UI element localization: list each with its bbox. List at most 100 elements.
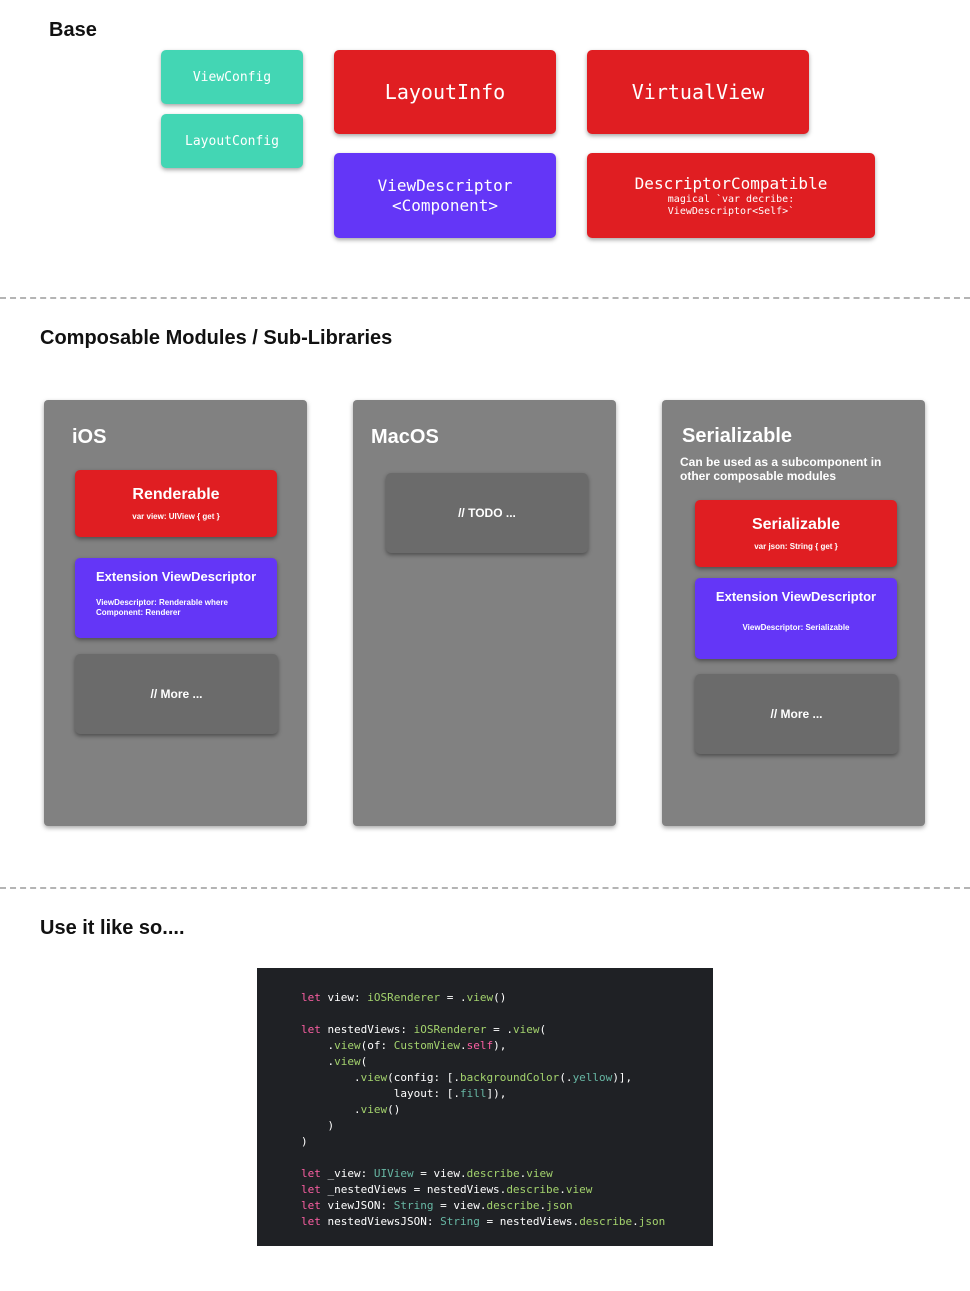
- view-descriptor-label: ViewDescriptor: [377, 175, 513, 195]
- code-token: view: [526, 1167, 553, 1180]
- layout-config-label: LayoutConfig: [185, 133, 279, 149]
- code-token: (config: [.: [387, 1071, 460, 1084]
- code-token: ): [301, 1119, 335, 1132]
- view-descriptor-box: ViewDescriptor <Component>: [334, 153, 556, 238]
- code-token: layout: [.: [301, 1087, 460, 1100]
- serializable-module-panel: Serializable Can be used as a subcompone…: [662, 400, 925, 826]
- code-token: iOSRenderer: [367, 991, 441, 1004]
- code-token: = nestedViews.: [479, 1215, 580, 1228]
- ios-renderable-title: Renderable: [132, 486, 220, 503]
- ios-extension-card: Extension ViewDescriptor ViewDescriptor:…: [75, 558, 277, 638]
- code-token: (: [539, 1023, 547, 1036]
- section-divider-1: [0, 297, 970, 299]
- code-token: let: [301, 1023, 321, 1036]
- code-line: let nestedViews: iOSRenderer = .view(: [301, 1022, 713, 1038]
- section-divider-2: [0, 887, 970, 889]
- code-token: .: [301, 1071, 361, 1084]
- virtual-view-label: VirtualView: [631, 80, 765, 104]
- code-line: let nestedViewsJSON: String = nestedView…: [301, 1214, 713, 1230]
- code-line: let _nestedViews = nestedViews.describe.…: [301, 1182, 713, 1198]
- serializable-extension-title: Extension ViewDescriptor: [715, 589, 877, 604]
- code-line: ): [301, 1118, 713, 1134]
- code-token: UIView: [373, 1167, 414, 1180]
- virtual-view-box: VirtualView: [587, 50, 809, 134]
- code-token: = view.: [433, 1199, 487, 1212]
- code-token: .: [301, 1039, 335, 1052]
- code-token: let: [301, 1215, 321, 1228]
- layout-config-box: LayoutConfig: [161, 114, 303, 168]
- code-token: json: [546, 1199, 573, 1212]
- code-token: let: [301, 991, 321, 1004]
- ios-extension-note-1: ViewDescriptor: Renderable where: [96, 598, 228, 607]
- serializable-subtitle-2: other composable modules: [680, 469, 837, 483]
- code-token: view: [466, 991, 494, 1004]
- descriptor-compatible-note-1: magical `var decribe:: [667, 193, 795, 205]
- code-token: (): [493, 991, 507, 1004]
- view-config-label: ViewConfig: [192, 69, 272, 85]
- ios-module-title: iOS: [72, 426, 107, 448]
- ios-more-card: // More ...: [75, 654, 278, 734]
- code-token: view: [565, 1183, 593, 1196]
- code-token: backgroundColor: [459, 1071, 560, 1084]
- code-token: yellow: [572, 1071, 613, 1084]
- code-line: let _view: UIView = view.describe.view: [301, 1166, 713, 1182]
- serializable-protocol-title: Serializable: [751, 516, 841, 533]
- serializable-extension-card: Extension ViewDescriptor ViewDescriptor:…: [695, 578, 897, 659]
- code-snippet: let view: iOSRenderer = .view()let neste…: [257, 968, 713, 1246]
- code-line: .view(: [301, 1054, 713, 1070]
- code-token: json: [638, 1215, 666, 1228]
- code-line: [301, 1150, 713, 1166]
- serializable-extension-note: ViewDescriptor: Serializable: [742, 623, 850, 632]
- code-token: describe: [579, 1215, 633, 1228]
- code-token: (of:: [360, 1039, 394, 1052]
- macos-module-panel: MacOS // TODO ...: [353, 400, 616, 826]
- code-token: _view:: [320, 1167, 374, 1180]
- code-token: ): [301, 1135, 308, 1148]
- code-line: .view(): [301, 1102, 713, 1118]
- code-token: view: [334, 1039, 361, 1052]
- code-token: _nestedViews = nestedViews.: [320, 1183, 507, 1196]
- serializable-more-label: // More ...: [770, 707, 823, 721]
- code-token: .: [301, 1055, 335, 1068]
- modules-heading: Composable Modules / Sub-Libraries: [40, 327, 393, 349]
- base-heading: Base: [49, 19, 97, 41]
- descriptor-compatible-box: DescriptorCompatible magical `var decrib…: [587, 153, 875, 238]
- macos-todo-card: // TODO ...: [386, 473, 588, 553]
- layout-info-box: LayoutInfo: [334, 50, 556, 134]
- code-token: ),: [493, 1039, 507, 1052]
- ios-renderable-note: var view: UIView { get }: [132, 512, 220, 521]
- code-token: fill: [459, 1087, 487, 1100]
- code-token: String: [393, 1199, 434, 1212]
- code-line: layout: [.fill]),: [301, 1086, 713, 1102]
- code-token: view:: [320, 991, 368, 1004]
- descriptor-compatible-note-2: ViewDescriptor<Self>`: [667, 205, 795, 217]
- code-line: let view: iOSRenderer = .view(): [301, 990, 713, 1006]
- ios-renderable-card: Renderable var view: UIView { get }: [75, 470, 277, 537]
- code-token: nestedViews:: [320, 1023, 414, 1036]
- usage-heading: Use it like so....: [40, 917, 185, 939]
- macos-todo-label: // TODO ...: [458, 506, 516, 520]
- code-token: let: [301, 1167, 321, 1180]
- code-line: [301, 1006, 713, 1022]
- code-token: CustomView: [393, 1039, 460, 1052]
- code-token: (: [360, 1055, 368, 1068]
- code-token: = .: [440, 991, 467, 1004]
- ios-more-label: // More ...: [150, 687, 203, 701]
- layout-info-label: LayoutInfo: [384, 80, 506, 104]
- code-token: describe: [466, 1167, 520, 1180]
- ios-module-panel: iOS Renderable var view: UIView { get } …: [44, 400, 307, 826]
- code-token: iOSRenderer: [413, 1023, 487, 1036]
- code-token: .: [539, 1199, 547, 1212]
- code-token: viewJSON:: [320, 1199, 394, 1212]
- code-token: describe: [506, 1183, 560, 1196]
- code-token: (.: [559, 1071, 573, 1084]
- code-token: .: [301, 1103, 361, 1116]
- code-token: nestedViewsJSON:: [320, 1215, 441, 1228]
- code-token: .: [632, 1215, 639, 1228]
- ios-extension-title: Extension ViewDescriptor: [96, 569, 257, 584]
- code-token: self: [466, 1039, 494, 1052]
- code-token: view: [360, 1103, 388, 1116]
- descriptor-compatible-label: DescriptorCompatible: [634, 173, 828, 193]
- serializable-protocol-note: var json: String { get }: [754, 542, 838, 551]
- code-token: )],: [612, 1071, 633, 1084]
